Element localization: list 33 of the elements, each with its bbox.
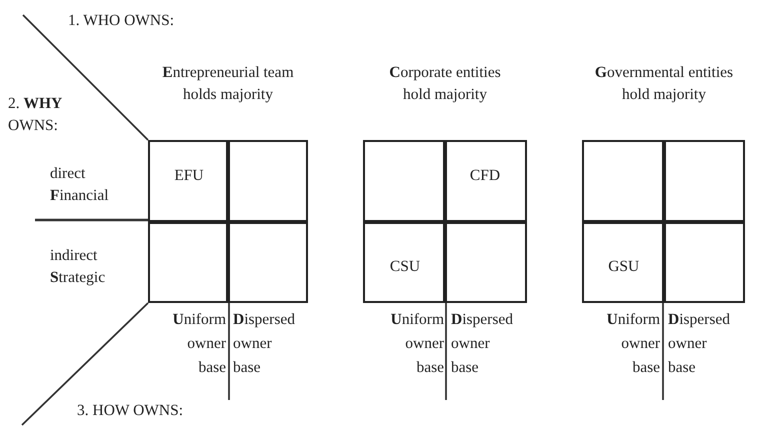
column-subheading: Dispersed owner base: [233, 310, 296, 378]
dimension-title: 2. WHY OWNS:: [8, 94, 64, 136]
empty-cell: [226, 140, 308, 224]
column-subheading: Uniform owner base: [172, 310, 226, 378]
empty-cell: [443, 220, 527, 303]
matrix-box: [363, 140, 527, 303]
column-subheading: Dispersed owner base: [668, 310, 731, 378]
matrix-box: [582, 140, 745, 303]
empty-cell: [662, 220, 745, 303]
column-subheading: Uniform owner base: [606, 310, 660, 378]
row-heading: direct Financial: [50, 164, 110, 206]
matrix-cell: [148, 140, 230, 224]
cell-code: CSU: [390, 258, 420, 275]
dimension-title: 3. HOW OWNS:: [77, 401, 184, 421]
column-heading: Entrepreneurial team holds majority: [161, 63, 295, 106]
column-subheading: Uniform owner base: [390, 310, 444, 378]
cell-code: GSU: [608, 258, 640, 275]
matrix-cell: [363, 220, 447, 303]
matrix-box: [148, 140, 308, 303]
empty-cell: [148, 220, 230, 303]
cell-code: CFD: [470, 167, 500, 184]
empty-cell: [363, 140, 447, 224]
column-subheading: Dispersed owner base: [451, 310, 514, 378]
empty-cell: [582, 140, 666, 224]
empty-cell: [226, 220, 308, 303]
column-heading: Governmental entities hold majority: [594, 63, 734, 106]
matrix-cell: [582, 220, 666, 303]
matrix-cell: [443, 140, 527, 224]
dimension-title: 1. WHO OWNS:: [68, 11, 176, 31]
column-heading: Corporate entities hold majority: [388, 63, 502, 106]
empty-cell: [662, 140, 745, 224]
cell-code: EFU: [174, 167, 204, 184]
row-heading: indirect Strategic: [50, 246, 106, 288]
